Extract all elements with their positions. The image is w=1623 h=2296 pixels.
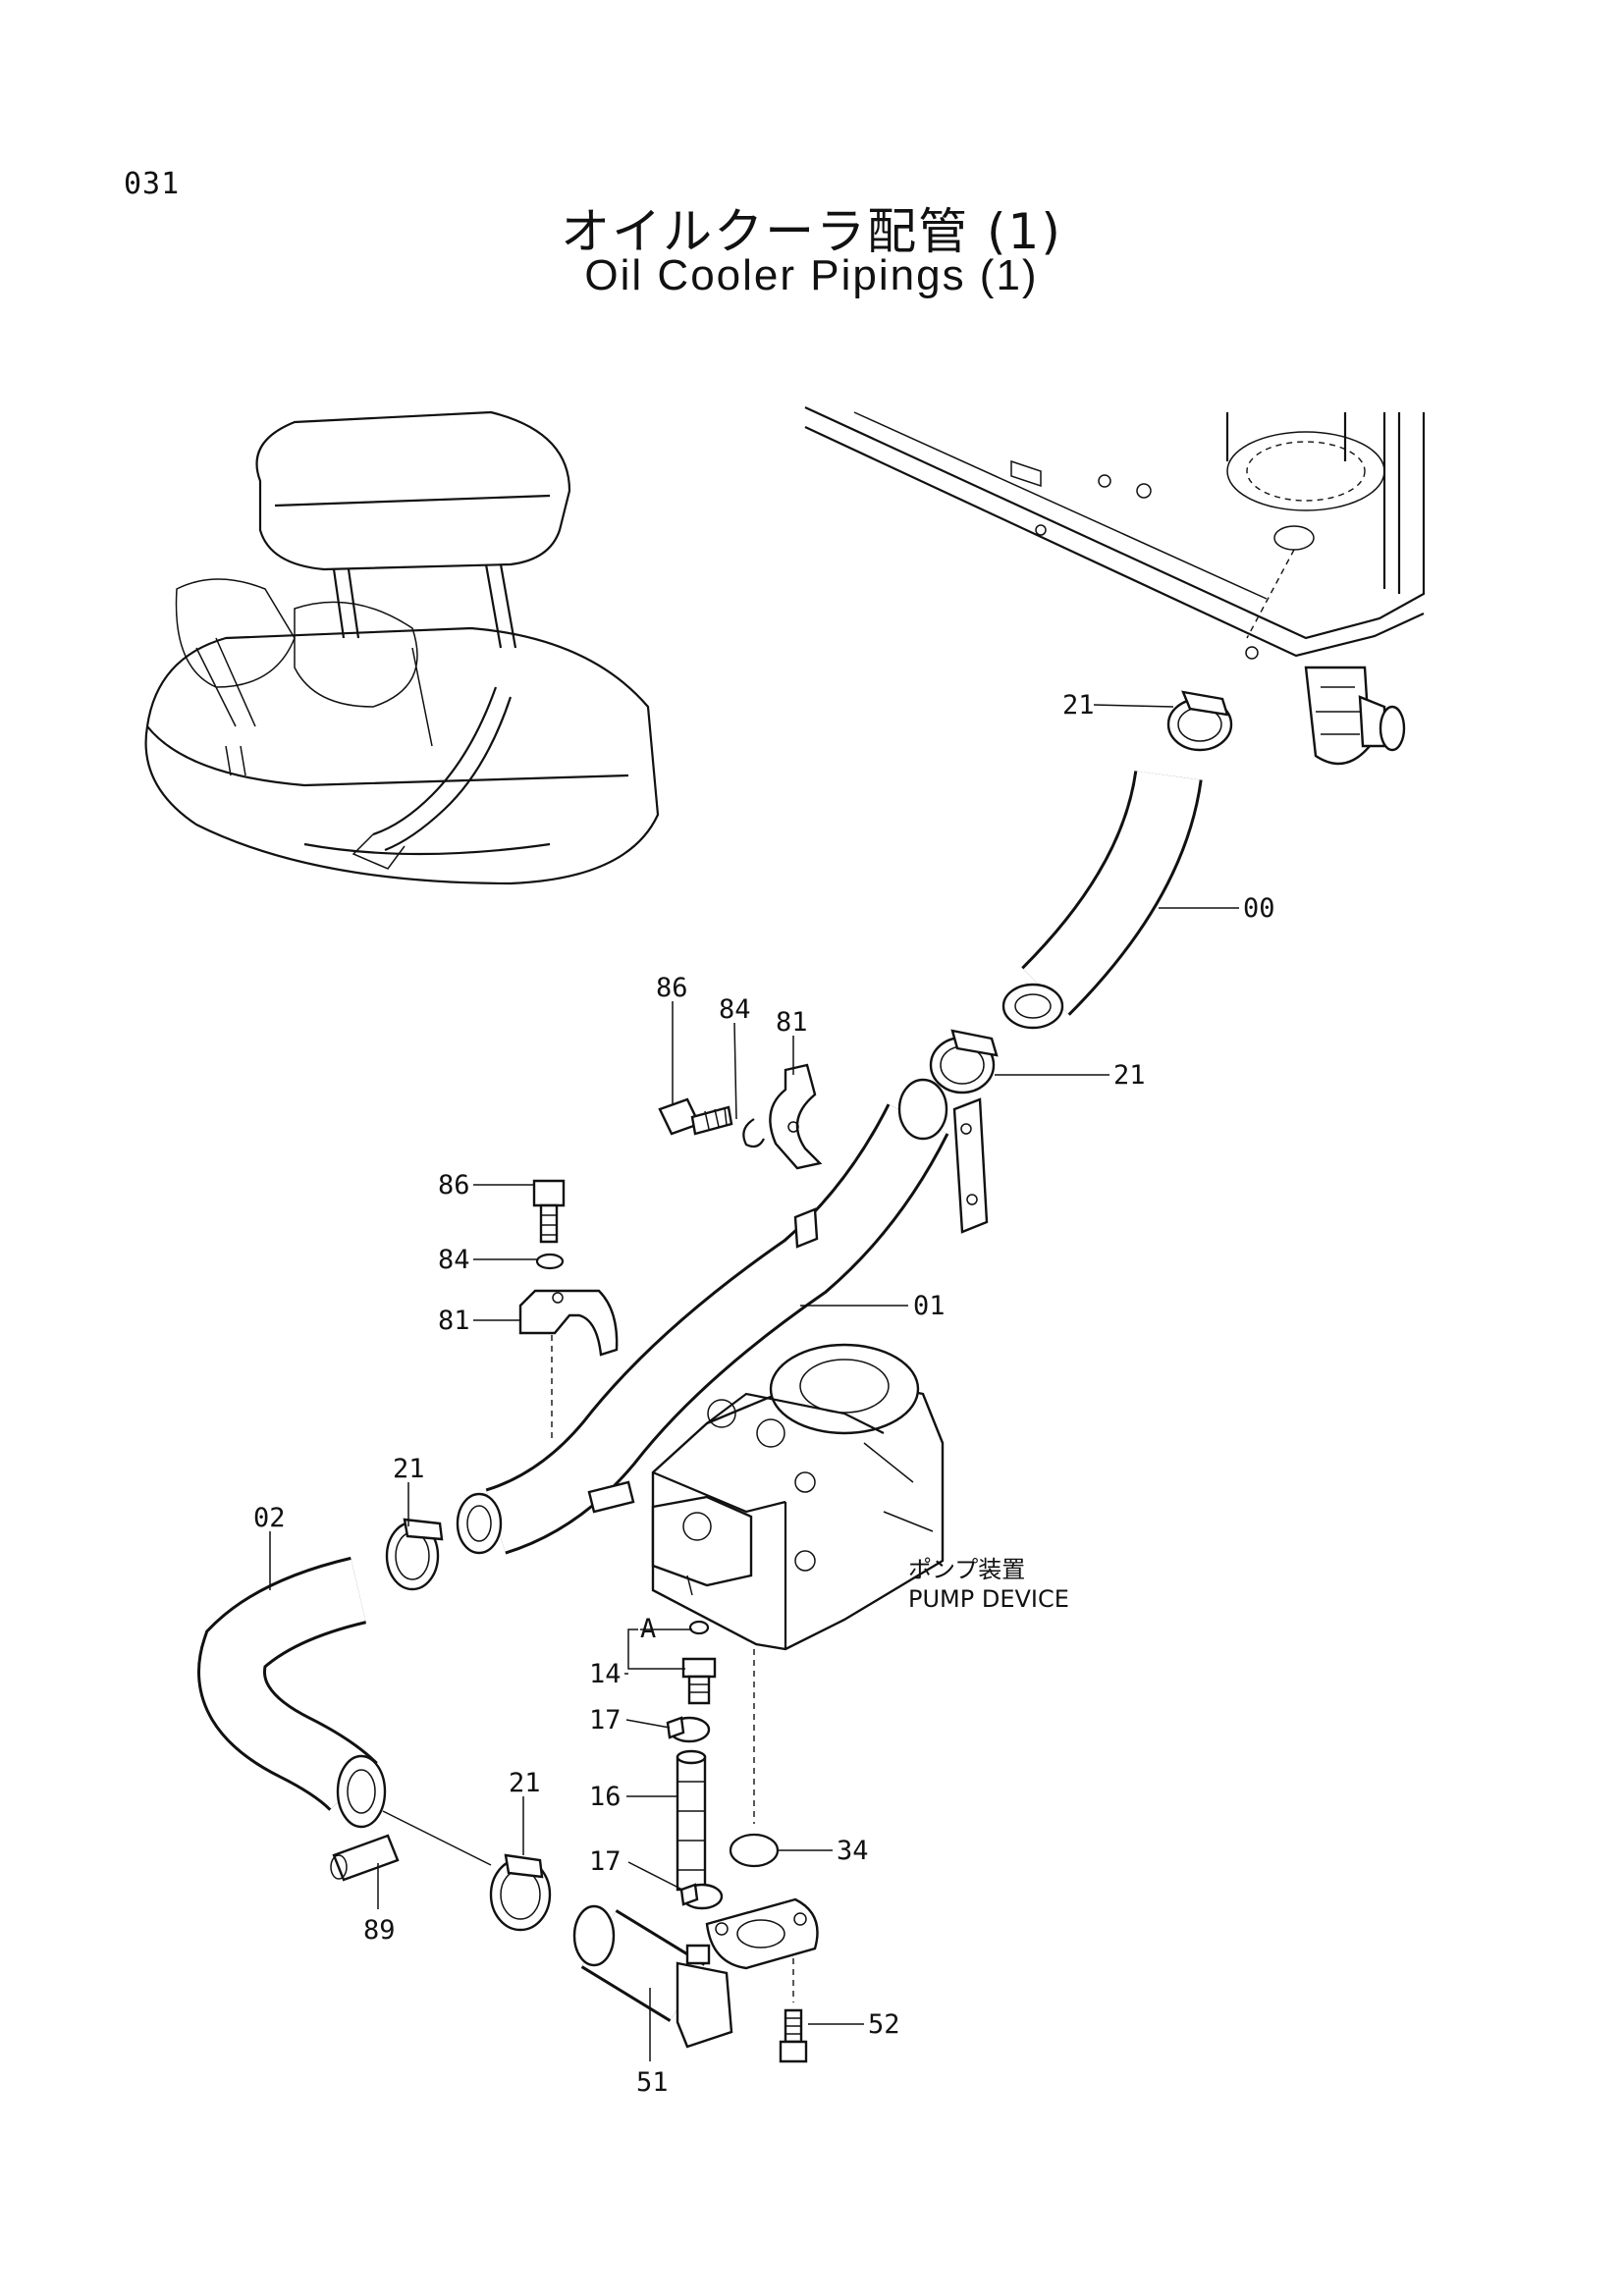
hose-clamp-17-upper [666, 1716, 711, 1743]
callout-21-left: 21 [393, 1454, 425, 1484]
oil-cooler-tank [804, 406, 1426, 766]
hose-clamp-21-top [1166, 690, 1233, 752]
callout-51: 51 [636, 2067, 669, 2098]
callout-84-lower: 84 [438, 1245, 470, 1275]
bolt-52 [779, 2008, 808, 2063]
callout-89: 89 [363, 1915, 396, 1946]
pump-label-japanese: ポンプ装置 [908, 1556, 1025, 1583]
hose-02 [197, 1556, 387, 1829]
washer-84-upper [742, 1118, 765, 1148]
hose-clamp-21-lower [489, 1853, 552, 1932]
callout-21-top: 21 [1062, 690, 1095, 721]
washer-84-lower [535, 1253, 565, 1270]
callout-17-lower: 17 [589, 1846, 622, 1877]
callout-84-upper: 84 [719, 994, 751, 1025]
bracket-81-lower [518, 1289, 619, 1357]
o-ring-34 [729, 1833, 780, 1868]
fitting-14 [681, 1657, 717, 1705]
hose-clamp-21-left [385, 1518, 444, 1591]
pump-device [651, 1343, 945, 1651]
clip-89 [330, 1834, 400, 1882]
bolt-86-upper [658, 1097, 733, 1136]
o-ring-a [688, 1620, 710, 1635]
pump-label-english: PUMP DEVICE [908, 1585, 1069, 1613]
callout-81-lower: 81 [438, 1306, 470, 1336]
page-title-japanese: オイルクーラ配管 (1) [561, 203, 1062, 260]
callout-86-lower: 86 [438, 1170, 470, 1201]
bolt-86-lower [532, 1179, 566, 1244]
callout-01: 01 [913, 1291, 946, 1321]
callout-17-upper: 17 [589, 1705, 622, 1735]
bracket-plate [952, 1097, 989, 1234]
callout-00: 00 [1243, 893, 1275, 924]
hose-00 [1001, 770, 1203, 1030]
callout-a: A [640, 1614, 656, 1644]
hose-clamp-21-mid [929, 1029, 999, 1095]
hose-16 [676, 1749, 707, 1892]
machine-overview-sketch [144, 410, 660, 885]
bracket-81-upper [769, 1063, 823, 1170]
callout-21-mid: 21 [1113, 1060, 1146, 1091]
page-number: 031 [124, 167, 181, 201]
leader-lines [269, 704, 1239, 2061]
callout-52: 52 [868, 2009, 900, 2040]
elbow-flange-51 [572, 1897, 819, 2049]
hose-clamp-17-lower [679, 1883, 724, 1910]
page-title-english: Oil Cooler Pipings (1) [584, 251, 1039, 299]
callout-16: 16 [589, 1782, 622, 1812]
callout-34: 34 [837, 1836, 869, 1866]
callout-02: 02 [253, 1503, 286, 1533]
callout-81-upper: 81 [776, 1007, 808, 1038]
callout-21-lower: 21 [509, 1768, 541, 1798]
callout-14: 14 [589, 1659, 622, 1689]
callout-86-upper: 86 [656, 973, 688, 1003]
pipe-01 [456, 1078, 949, 1555]
alignment-line-hose [382, 1810, 492, 1866]
